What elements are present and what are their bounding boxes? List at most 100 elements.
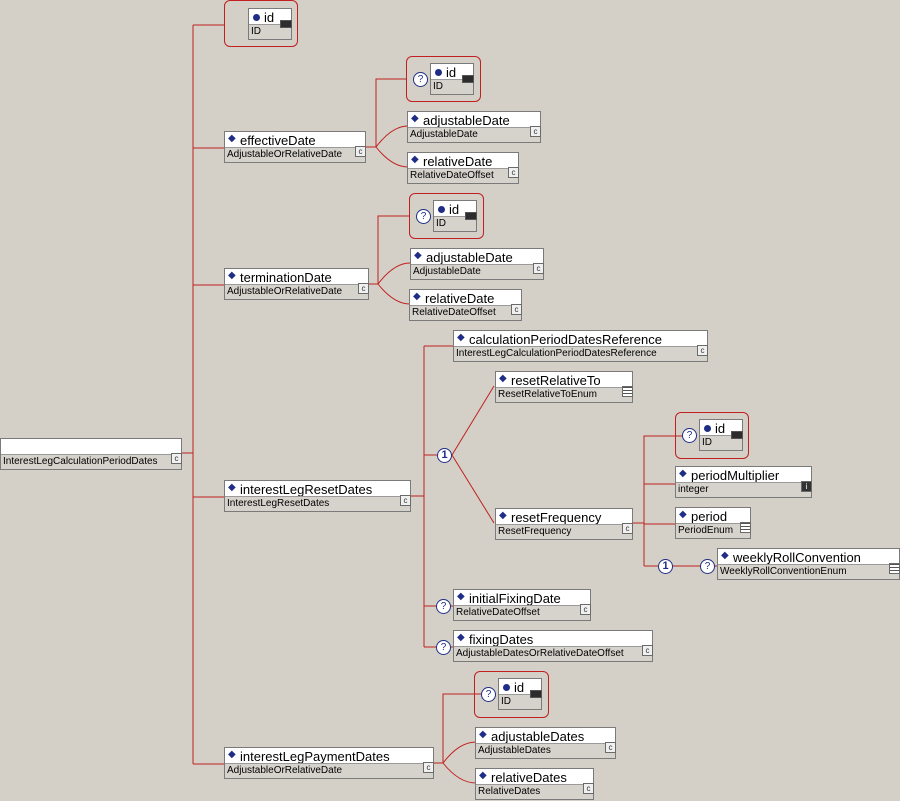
root-node[interactable]: InterestLegCalculationPeriodDates c <box>0 438 182 470</box>
node-name: relativeDates <box>491 770 567 785</box>
element-diamond-icon: ◆ <box>228 482 236 493</box>
complex-type-icon[interactable]: c <box>583 783 594 794</box>
collapse-icon[interactable] <box>731 431 743 439</box>
collapse-icon[interactable] <box>465 212 477 220</box>
complex-type-icon[interactable]: c <box>533 263 544 274</box>
collapse-icon[interactable] <box>462 75 474 83</box>
complex-type-icon[interactable]: c <box>511 304 522 315</box>
node-name: fixingDates <box>469 632 534 647</box>
node-type: ResetRelativeToEnum <box>498 389 597 400</box>
node-type: ResetFrequency <box>498 526 572 537</box>
node-name: initialFixingDate <box>469 591 561 606</box>
id-attribute[interactable]: id ID <box>248 8 292 40</box>
node-type: RelativeDateOffset <box>456 607 540 618</box>
element-diamond-icon: ◆ <box>721 550 729 561</box>
complex-type-icon[interactable]: c <box>358 283 369 294</box>
enumeration-icon <box>889 563 900 574</box>
complex-type-icon[interactable]: c <box>530 126 541 137</box>
reset-relative-to-node[interactable]: ◆ resetRelativeTo ResetRelativeToEnum <box>495 371 633 403</box>
element-diamond-icon: ◆ <box>457 591 465 602</box>
id-attribute[interactable]: id ID <box>699 419 743 451</box>
id-attribute[interactable]: id ID <box>430 63 474 95</box>
node-name: adjustableDates <box>491 729 585 744</box>
weekly-roll-convention-node[interactable]: ◆ weeklyRollConvention WeeklyRollConventi… <box>717 548 900 580</box>
optional-icon: ? <box>436 599 451 614</box>
optional-icon: ? <box>436 640 451 655</box>
complex-type-icon[interactable]: c <box>355 146 366 157</box>
element-diamond-icon: ◆ <box>479 729 487 740</box>
attributes-group <box>675 412 749 459</box>
enumeration-icon <box>740 522 751 533</box>
id-attribute[interactable]: id ID <box>498 678 542 710</box>
enumeration-icon <box>622 386 633 397</box>
relative-date-node[interactable]: ◆relativeDate RelativeDateOffset c <box>409 289 522 321</box>
element-diamond-icon: ◆ <box>457 332 465 343</box>
id-attribute[interactable]: id ID <box>433 200 477 232</box>
complex-type-icon[interactable]: c <box>642 645 653 656</box>
node-type: AdjustableDate <box>410 129 478 140</box>
node-type: ID <box>501 696 511 707</box>
optional-icon: ? <box>700 559 715 574</box>
element-diamond-icon: ◆ <box>457 632 465 643</box>
complex-type-icon[interactable]: c <box>508 167 519 178</box>
relative-dates-node[interactable]: ◆relativeDates RelativeDates c <box>475 768 594 800</box>
complex-type-icon[interactable]: c <box>423 762 434 773</box>
adjustable-date-node[interactable]: ◆adjustableDate AdjustableDate c <box>410 248 544 280</box>
element-diamond-icon: ◆ <box>411 113 419 124</box>
fixing-dates-node[interactable]: ◆ fixingDates AdjustableDatesOrRelativeDa… <box>453 630 653 662</box>
node-type: AdjustableOrRelativeDate <box>227 765 343 776</box>
node-name: calculationPeriodDatesReference <box>469 332 662 347</box>
node-type: ID <box>251 26 261 37</box>
period-node[interactable]: ◆period PeriodEnum <box>675 507 751 539</box>
node-type: InterestLegResetDates <box>227 498 330 509</box>
node-name: id <box>514 680 525 695</box>
reset-frequency-node[interactable]: ◆resetFrequency ResetFrequency c <box>495 508 633 540</box>
node-name: id <box>449 202 460 217</box>
node-name: id <box>264 10 275 25</box>
complex-type-icon[interactable]: c <box>697 345 708 356</box>
initial-fixing-date-node[interactable]: ◆ initialFixingDate RelativeDateOffset c <box>453 589 591 621</box>
collapse-icon[interactable] <box>530 690 542 698</box>
node-name: weeklyRollConvention <box>733 550 861 565</box>
complex-type-icon[interactable]: c <box>400 495 411 506</box>
node-type: AdjustableDates <box>478 745 551 756</box>
adjustable-dates-node[interactable]: ◆ adjustableDates AdjustableDates c <box>475 727 616 759</box>
node-type: AdjustableOrRelativeDate <box>227 286 343 297</box>
node-type: AdjustableDatesOrRelativeDateOffset <box>456 648 624 659</box>
interest-leg-reset-dates-node[interactable]: ◆interestLegResetDates InterestLegResetD… <box>224 480 411 512</box>
node-type: RelativeDates <box>478 786 541 797</box>
attribute-dot-icon <box>253 14 260 21</box>
node-name: effectiveDate <box>240 133 316 148</box>
node-name: id <box>446 65 457 80</box>
node-name: adjustableDate <box>423 113 510 128</box>
node-type: AdjustableDate <box>413 266 481 277</box>
calculation-period-dates-reference-node[interactable]: ◆calculationPeriodDatesReference Interes… <box>453 330 708 362</box>
node-name: resetRelativeTo <box>511 373 601 388</box>
node-name: periodMultiplier <box>691 468 780 483</box>
relative-date-node[interactable]: ◆relativeDate RelativeDateOffset c <box>407 152 519 184</box>
node-type: ID <box>433 81 443 92</box>
complex-type-icon[interactable]: c <box>605 742 616 753</box>
element-diamond-icon: ◆ <box>499 373 507 384</box>
root-type: InterestLegCalculationPeriodDates <box>3 456 158 467</box>
interest-leg-payment-dates-node[interactable]: ◆interestLegPaymentDates AdjustableOrRel… <box>224 747 434 779</box>
adjustable-date-node[interactable]: ◆ adjustableDate AdjustableDate c <box>407 111 541 143</box>
effective-date-node[interactable]: ◆effectiveDate AdjustableOrRelativeDate … <box>224 131 366 163</box>
node-type: integer <box>678 484 709 495</box>
attribute-dot-icon <box>503 684 510 691</box>
optional-icon: ? <box>413 72 428 87</box>
collapse-icon[interactable] <box>280 20 292 28</box>
period-multiplier-node[interactable]: ◆periodMultiplier integer i <box>675 466 812 498</box>
attributes-group <box>474 671 549 718</box>
attributes-group <box>409 193 484 239</box>
complex-type-icon[interactable]: c <box>580 604 591 615</box>
node-name: period <box>691 509 728 524</box>
element-diamond-icon: ◆ <box>679 509 687 520</box>
complex-type-icon[interactable]: c <box>622 523 633 534</box>
termination-date-node[interactable]: ◆terminationDate AdjustableOrRelativeDat… <box>224 268 369 300</box>
node-name: terminationDate <box>240 270 332 285</box>
node-name: adjustableDate <box>426 250 513 265</box>
node-type: ID <box>702 437 712 448</box>
node-type: WeeklyRollConventionEnum <box>720 566 847 577</box>
